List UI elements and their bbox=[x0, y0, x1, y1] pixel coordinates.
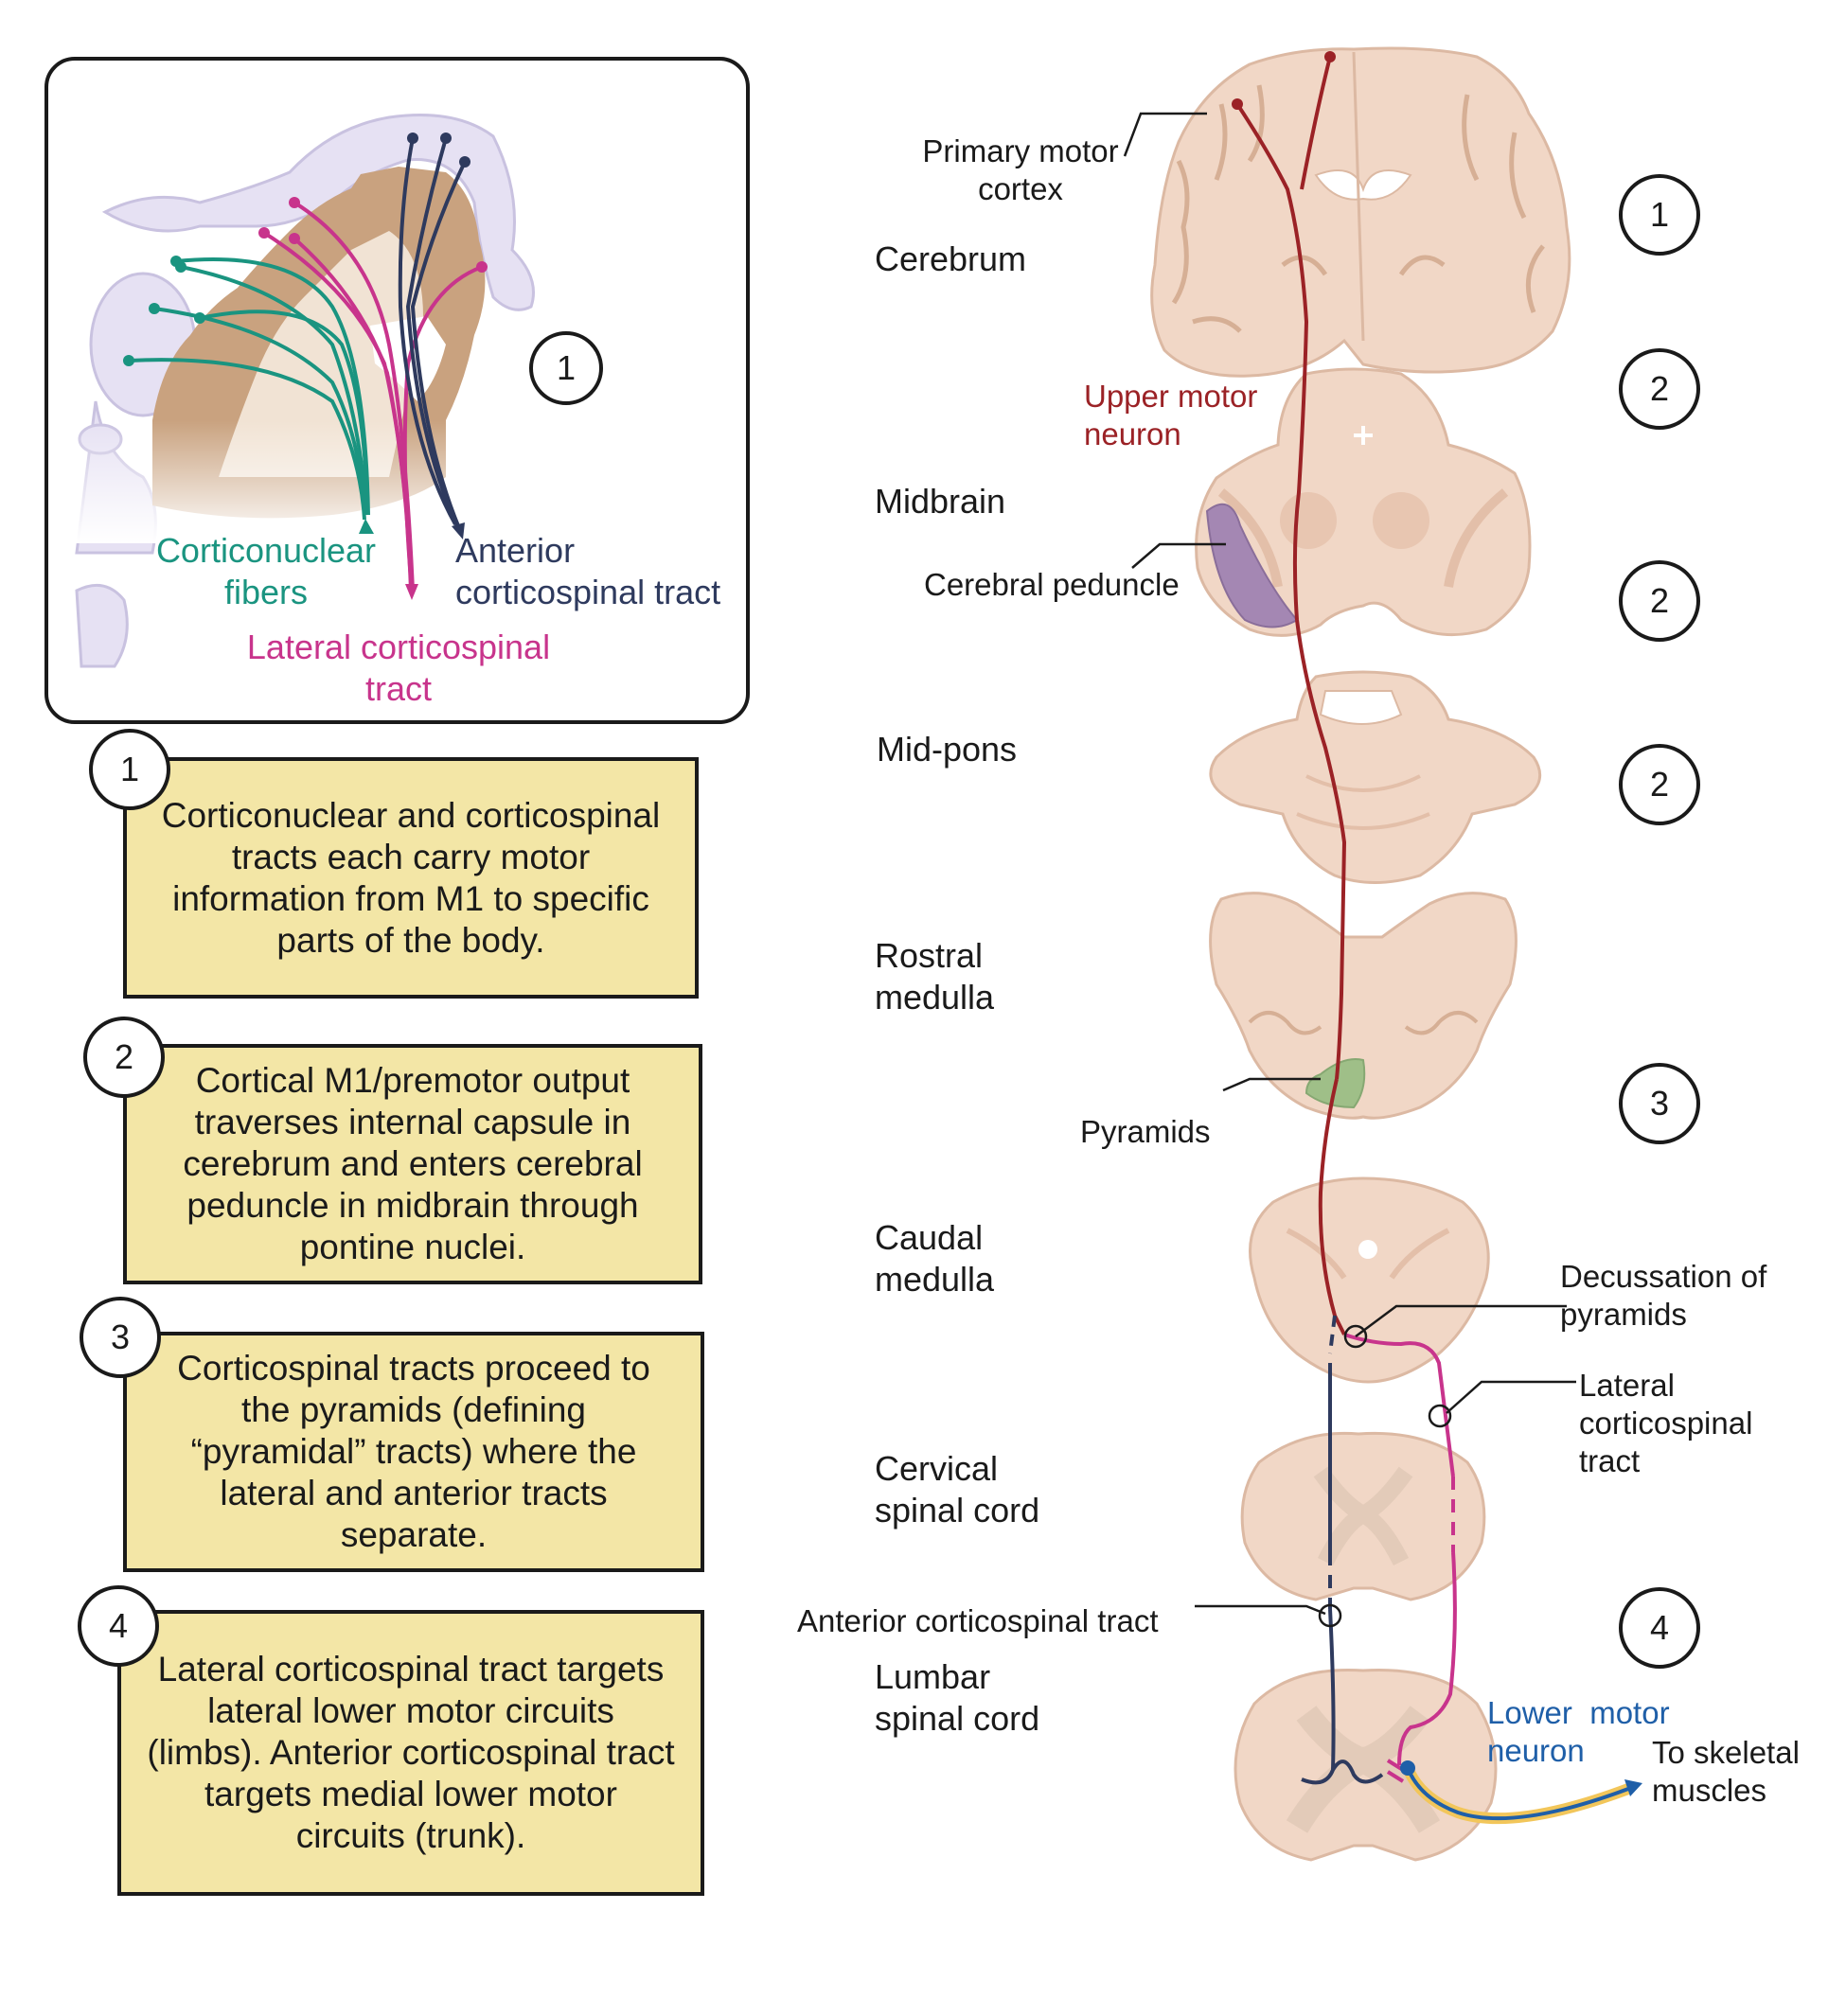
level-cerebrum: Cerebrum bbox=[875, 239, 1027, 278]
rostral-medulla-section bbox=[1209, 892, 1518, 1120]
step-2-box: Cortical M1/premotor output traverses in… bbox=[123, 1044, 702, 1284]
lower-motor-neuron-line1: Lower motor bbox=[1487, 1695, 1670, 1730]
level-cervical-cord: Cervical spinal cord bbox=[875, 1448, 1039, 1531]
level-lumbar-line2: spinal cord bbox=[875, 1699, 1040, 1738]
lateral-tract-label: Lateral corticospinal tract bbox=[1579, 1367, 1752, 1480]
pathway-badge-4: 4 bbox=[1619, 1587, 1700, 1669]
caudal-medulla-section bbox=[1249, 1176, 1490, 1384]
decussation-line1: Decussation of bbox=[1560, 1259, 1767, 1294]
lower-motor-neuron-cell-body bbox=[1400, 1760, 1415, 1776]
cervical-cord-section bbox=[1240, 1431, 1486, 1601]
step-2-badge: 2 bbox=[83, 1017, 165, 1098]
to-muscles-line2: muscles bbox=[1652, 1773, 1767, 1808]
inset-panel: 1 Corticonuclear fibers Anterior cortico… bbox=[44, 57, 750, 724]
lumbar-cord-section bbox=[1234, 1668, 1498, 1862]
upper-motor-neuron-line2: neuron bbox=[1084, 416, 1181, 451]
marker-circles bbox=[1318, 1324, 1452, 1628]
lower-motor-neuron-label: Lower motor neuron bbox=[1487, 1694, 1670, 1770]
pathway-badge-1: 1 bbox=[1619, 174, 1700, 256]
level-cervical-line1: Cervical bbox=[875, 1449, 999, 1488]
primary-motor-cortex-line1: Primary motor bbox=[922, 133, 1119, 168]
motor-cortex-illustration bbox=[48, 114, 746, 668]
lateral-corticospinal-path bbox=[1343, 1333, 1457, 1783]
anterior-label: Anterior corticospinal tract bbox=[455, 530, 720, 613]
pathway-badge-2b: 2 bbox=[1619, 560, 1700, 642]
anterior-corticospinal-path bbox=[1301, 1315, 1384, 1785]
upper-motor-neuron-cell-bodies bbox=[1232, 51, 1336, 110]
lateral-label-line1: Lateral corticospinal bbox=[246, 628, 551, 666]
corticonuclear-fibers bbox=[128, 257, 370, 521]
lateral-tract-line1: Lateral bbox=[1579, 1368, 1675, 1403]
level-midbrain: Midbrain bbox=[875, 482, 1006, 521]
step-4-badge: 4 bbox=[78, 1585, 159, 1667]
pathway-badge-2c: 2 bbox=[1619, 744, 1700, 825]
corticonuclear-label: Corticonuclear fibers bbox=[152, 530, 380, 613]
lateral-tract-line3: tract bbox=[1579, 1443, 1641, 1478]
cerebral-peduncle-label: Cerebral peduncle bbox=[924, 567, 1180, 602]
upper-motor-neuron-label: Upper motor neuron bbox=[1084, 378, 1257, 453]
lateral-cell-bodies bbox=[258, 197, 488, 273]
step-4-box: Lateral corticospinal tract targets late… bbox=[117, 1610, 704, 1896]
anterior-tract-label: Anterior corticospinal tract bbox=[797, 1603, 1159, 1638]
pyramids-label: Pyramids bbox=[1080, 1114, 1211, 1149]
to-skeletal-muscles-label: To skeletal muscles bbox=[1652, 1734, 1800, 1810]
corticonuclear-arrowhead bbox=[359, 519, 374, 534]
anterior-arrowhead bbox=[452, 522, 465, 539]
cerebrum-section bbox=[1150, 46, 1571, 378]
lateral-label-line2: tract bbox=[364, 669, 432, 708]
decussation-label: Decussation of pyramids bbox=[1560, 1258, 1766, 1334]
to-muscles-arrowhead bbox=[1624, 1779, 1642, 1796]
level-cervical-line2: spinal cord bbox=[875, 1491, 1040, 1530]
lateral-arrowhead bbox=[405, 584, 418, 600]
corticonuclear-cell-bodies bbox=[123, 256, 205, 366]
primary-motor-cortex-line2: cortex bbox=[978, 171, 1063, 206]
level-caudal-medulla-line1: Caudal bbox=[875, 1218, 984, 1257]
upper-motor-neuron-line1: Upper motor bbox=[1084, 379, 1258, 414]
pathway-badge-3: 3 bbox=[1619, 1063, 1700, 1144]
inset-step-badge: 1 bbox=[529, 331, 603, 405]
anterior-cell-bodies bbox=[407, 133, 470, 168]
anterior-corticospinal-fibers bbox=[398, 137, 467, 529]
step-3-box: Corticospinal tracts proceed to the pyra… bbox=[123, 1332, 704, 1572]
level-rostral-medulla-line1: Rostral bbox=[875, 936, 984, 975]
to-muscles-line1: To skeletal bbox=[1652, 1735, 1800, 1770]
lower-motor-neuron-line2: neuron bbox=[1487, 1733, 1585, 1768]
level-mid-pons: Mid-pons bbox=[877, 730, 1018, 769]
pathway-badge-2a: 2 bbox=[1619, 348, 1700, 430]
mid-pons-section bbox=[1209, 670, 1542, 884]
step-1-badge: 1 bbox=[89, 729, 170, 810]
lower-motor-neuron-path bbox=[1402, 1765, 1631, 1825]
step-3-badge: 3 bbox=[80, 1297, 161, 1378]
level-lumbar-cord: Lumbar spinal cord bbox=[875, 1656, 1039, 1740]
corticonuclear-label-line1: Corticonuclear bbox=[155, 531, 377, 570]
level-rostral-medulla: Rostral medulla bbox=[875, 935, 994, 1018]
corticonuclear-label-line2: fibers bbox=[223, 573, 309, 611]
leader-lines bbox=[1123, 112, 1576, 1616]
anterior-label-line2: corticospinal tract bbox=[455, 573, 721, 611]
level-caudal-medulla: Caudal medulla bbox=[875, 1217, 994, 1300]
step-1-box: Corticonuclear and corticospinal tracts … bbox=[123, 757, 699, 999]
upper-motor-neuron-path bbox=[1235, 56, 1347, 1335]
level-rostral-medulla-line2: medulla bbox=[875, 978, 995, 1017]
primary-motor-cortex-label: Primary motor cortex bbox=[907, 133, 1134, 208]
anterior-label-line1: Anterior bbox=[455, 531, 576, 570]
lateral-label: Lateral corticospinal tract bbox=[219, 627, 578, 710]
lateral-tract-line2: corticospinal bbox=[1579, 1406, 1753, 1441]
level-lumbar-line1: Lumbar bbox=[875, 1657, 991, 1696]
level-caudal-medulla-line2: medulla bbox=[875, 1260, 995, 1299]
decussation-line2: pyramids bbox=[1560, 1297, 1687, 1332]
